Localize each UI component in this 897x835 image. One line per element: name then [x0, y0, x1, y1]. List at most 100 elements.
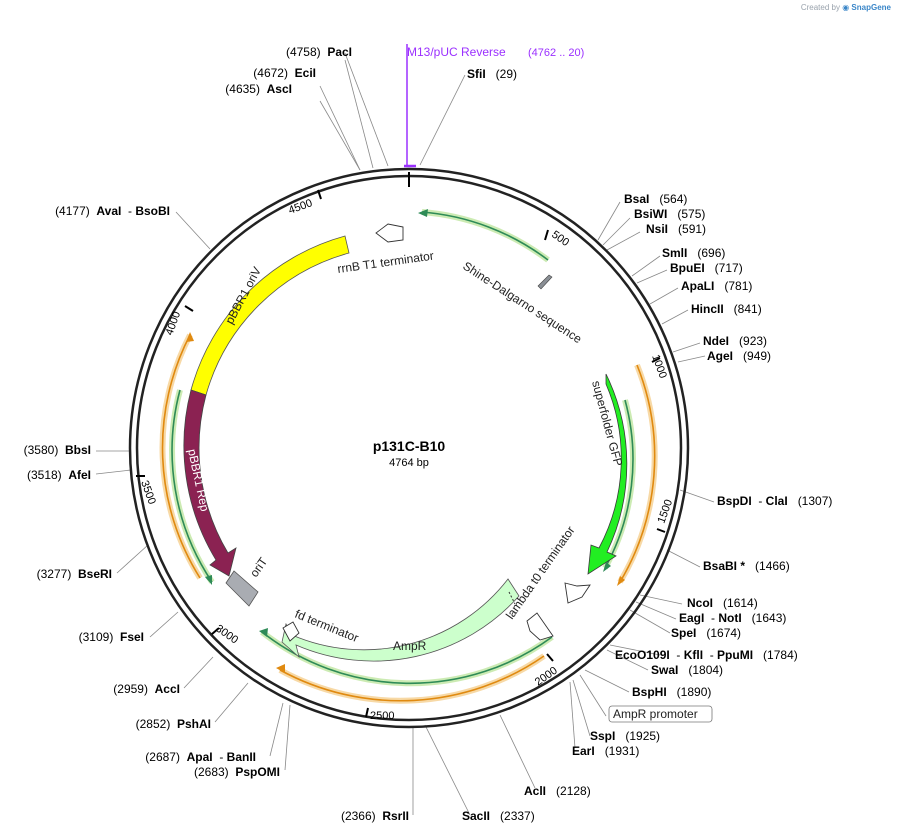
site-position: (4672) — [253, 66, 294, 80]
site-position: (1674) — [696, 626, 741, 640]
restriction-site-label[interactable]: ApaLI (781) — [681, 279, 752, 293]
restriction-site-label[interactable]: (3580) BbsI — [24, 443, 91, 457]
tick-label: 4000 — [164, 310, 184, 337]
restriction-site-label[interactable]: BsaI (564) — [624, 192, 687, 206]
restriction-site-label[interactable]: NcoI (1614) — [687, 596, 758, 610]
restriction-site-label[interactable]: (2687) ApaI - BanII — [145, 750, 256, 764]
site-position: (781) — [714, 279, 752, 293]
restriction-site-label[interactable]: (3518) AfeI — [27, 468, 91, 482]
feature-ampr[interactable] — [281, 578, 520, 662]
restriction-site-label[interactable]: AclI (2128) — [524, 784, 591, 798]
restriction-site-label[interactable]: BsaBI * (1466) — [703, 559, 790, 573]
site-enzyme-name: AscI — [267, 82, 292, 96]
restriction-site-label[interactable]: SpeI (1674) — [671, 626, 741, 640]
plasmid-name: p131C-B10 — [373, 438, 446, 454]
restriction-site-label[interactable]: BspDI - ClaI (1307) — [717, 494, 832, 508]
restriction-site-label[interactable]: SspI (1925) — [590, 729, 660, 743]
restriction-site-label[interactable]: AgeI (949) — [707, 349, 771, 363]
tick-label: 3000 — [213, 623, 240, 647]
snapgene-credit: Created by ◉ SnapGene — [801, 3, 891, 12]
site-enzyme-name: SacII — [462, 809, 490, 823]
restriction-site-label[interactable]: (2683) PspOMI — [194, 765, 280, 779]
restriction-site-label[interactable]: EagI - NotI (1643) — [679, 611, 786, 625]
restriction-site-label[interactable]: (4177) AvaI - BsoBI — [55, 204, 170, 218]
restriction-site-label[interactable]: (3109) FseI — [79, 630, 144, 644]
enzyme-leader-lines — [95, 52, 715, 816]
restriction-site-label[interactable]: (2959) AccI — [113, 682, 180, 696]
site-position: (1466) — [745, 559, 790, 573]
site-enzyme-name: BsaI — [624, 192, 649, 206]
ampr-promoter-callout[interactable]: AmpR promoter — [608, 705, 713, 723]
restriction-site-label[interactable]: SacII (2337) — [462, 809, 535, 823]
feature-label-shine-dalgarno: Shine-Dalgarno sequence — [460, 259, 584, 346]
feature-rrnb-t1-terminator[interactable] — [375, 223, 404, 243]
site-enzyme-name: FseI — [120, 630, 144, 644]
restriction-site-label[interactable]: (4758) PacI — [286, 45, 352, 59]
restriction-site-label[interactable]: (3277) BseRI — [37, 567, 112, 581]
restriction-site-label[interactable]: (2366) RsrII — [341, 809, 409, 823]
restriction-site-label[interactable]: HincII (841) — [691, 302, 762, 316]
site-position: (3518) — [27, 468, 68, 482]
restriction-site-label[interactable]: BsiWI (575) — [634, 207, 705, 221]
site-enzyme-name: AccI — [155, 682, 180, 696]
site-enzyme-name: BspHI — [632, 685, 667, 699]
restriction-site-label[interactable]: BpuEI (717) — [670, 261, 743, 275]
arc-arrowheads — [186, 209, 625, 673]
site-position: (1614) — [713, 596, 758, 610]
feature-label-rrnb-t1: rrnB T1 terminator — [336, 249, 434, 276]
feature-lambda-t0-terminator[interactable] — [564, 582, 591, 604]
restriction-site-label[interactable]: EcoO109I - KflI - PpuMI (1784) — [615, 648, 798, 662]
site-position: (591) — [668, 222, 706, 236]
site-position: (841) — [724, 302, 762, 316]
ampr-promoter-label: AmpR promoter — [613, 707, 698, 721]
restriction-site-label[interactable]: (4672) EciI — [253, 66, 316, 80]
restriction-site-label[interactable]: SwaI (1804) — [651, 663, 723, 677]
site-position: (1804) — [678, 663, 723, 677]
restriction-site-label[interactable]: EarI (1931) — [572, 744, 639, 758]
tick-label: 500 — [549, 229, 571, 249]
site-position: (29) — [486, 67, 517, 81]
site-enzyme-name: BseRI — [78, 567, 112, 581]
site-enzyme-name: AclI — [524, 784, 546, 798]
site-enzyme-name: AfeI — [68, 468, 91, 482]
feature-pbbr1-oriv[interactable] — [190, 235, 350, 396]
site-enzyme-name: BspDI — [717, 494, 752, 508]
restriction-site-label[interactable]: NdeI (923) — [703, 334, 767, 348]
restriction-site-label[interactable]: (4635) AscI — [225, 82, 292, 96]
restriction-sites: (4758) PacI (4672) EciI (4635) AscI SfiI (2… — [24, 45, 833, 823]
feature-lambda-t0-arrow[interactable] — [526, 612, 554, 641]
site-separator: - — [703, 648, 717, 662]
feature-fd-terminator[interactable] — [282, 621, 300, 642]
feature-label-orit: oriT — [247, 554, 271, 580]
site-position: (2687) — [145, 750, 186, 764]
site-enzyme-name: BsoBI — [135, 204, 170, 218]
restriction-site-label[interactable]: BspHI (1890) — [632, 685, 711, 699]
site-separator: - — [213, 750, 227, 764]
site-position: (3277) — [37, 567, 78, 581]
site-enzyme-name: ApaLI — [681, 279, 714, 293]
feature-orit[interactable] — [225, 570, 259, 607]
site-separator: - — [704, 611, 718, 625]
site-enzyme-name: EcoO109I — [615, 648, 670, 662]
tick-label: 2500 — [370, 710, 394, 722]
restriction-site-label[interactable]: NsiI (591) — [646, 222, 706, 236]
site-position: (2337) — [490, 809, 535, 823]
feature-shine-dalgarno[interactable] — [537, 274, 553, 290]
feature-pbbr1-rep[interactable] — [183, 389, 237, 577]
restriction-site-label[interactable]: SmlI (696) — [662, 246, 725, 260]
site-enzyme-name: EarI — [572, 744, 595, 758]
feature-superfolder-gfp[interactable] — [587, 373, 628, 575]
site-position: (575) — [667, 207, 705, 221]
credit-brand: SnapGene — [851, 3, 891, 12]
site-separator: - — [121, 204, 135, 218]
site-position: (564) — [649, 192, 687, 206]
site-enzyme-name: ClaI — [766, 494, 788, 508]
restriction-site-label[interactable]: SfiI (29) — [467, 67, 517, 81]
primer-name: M13/pUC Reverse — [407, 45, 506, 59]
backbone-outer-ring — [128, 167, 690, 729]
site-position: (923) — [729, 334, 767, 348]
restriction-site-label[interactable]: (2852) PshAI — [136, 717, 211, 731]
primer-m13-puc-reverse[interactable]: M13/pUC Reverse (4762 .. 20) — [404, 44, 584, 168]
site-enzyme-name: NcoI — [687, 596, 713, 610]
